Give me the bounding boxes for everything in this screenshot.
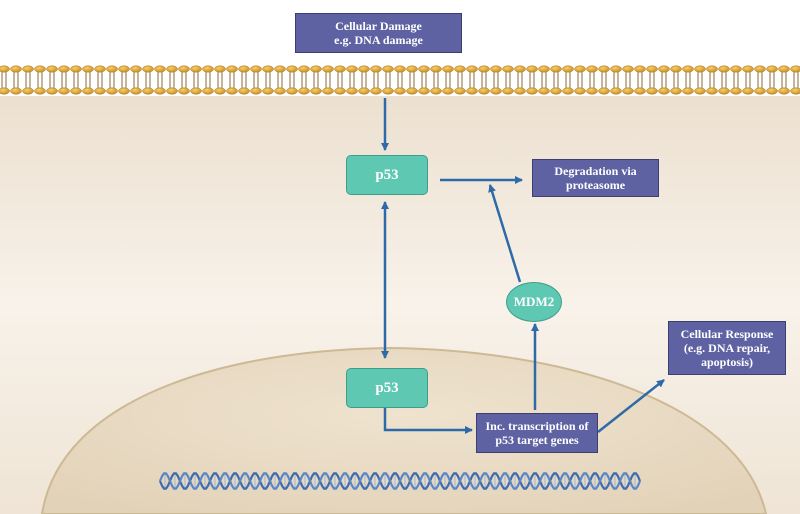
mdm2-label: MDM2 [513,294,555,309]
p53-cytoplasm-box: p53 [346,155,428,195]
p53-nucleus-label: p53 [375,379,399,396]
cellular-damage-line2: e.g. DNA damage [334,33,423,47]
dna-helix [158,472,642,490]
degradation-box: Degradation via proteasome [532,159,659,197]
cellular-response-line3: apoptosis) [700,355,753,369]
arrow-mdm2-to-degradation [488,184,522,283]
arrow-transcription-to-response [597,379,665,433]
transcription-box: Inc. transcription of p53 target genes [476,413,598,453]
degradation-line1: Degradation via [554,164,637,178]
cellular-response-line2: (e.g. DNA repair, [683,341,771,355]
cellular-damage-box: Cellular Damage e.g. DNA damage [295,13,462,53]
degradation-line2: proteasome [565,178,626,192]
transcription-line1: Inc. transcription of [485,419,589,433]
cellular-response-box: Cellular Response (e.g. DNA repair, apop… [668,321,786,375]
transcription-line2: p53 target genes [495,433,579,447]
p53-nucleus-box: p53 [346,368,428,408]
arrows [381,98,665,434]
cellular-response-line1: Cellular Response [680,327,774,341]
cell-membrane [0,65,800,95]
arrow-p53-to-transcription [383,408,473,434]
p53-cytoplasm-label: p53 [375,166,399,183]
cellular-damage-line1: Cellular Damage [335,19,422,33]
mdm2-oval: MDM2 [506,282,562,322]
